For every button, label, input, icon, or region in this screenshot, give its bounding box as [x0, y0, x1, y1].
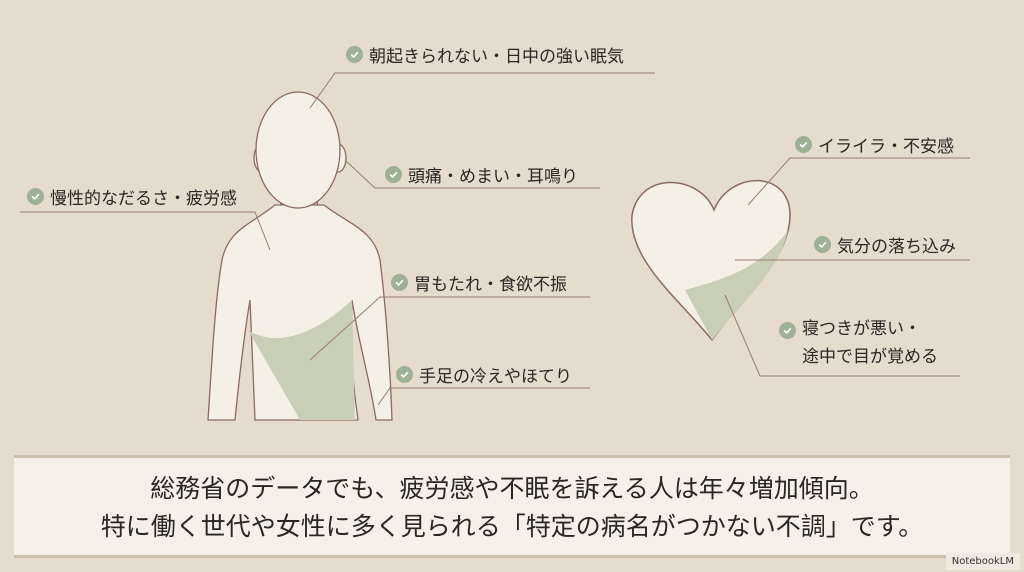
check-icon [346, 46, 363, 63]
check-icon [391, 274, 408, 291]
caption-line-1: 総務省のデータでも、疲労感や不眠を訴える人は年々増加傾向。 [150, 474, 874, 503]
check-icon [814, 236, 831, 253]
symptom-sleepiness: 朝起きられない・日中の強い眠気 [346, 42, 624, 67]
symptom-anxiety: イライラ・不安感 [795, 132, 954, 157]
symptom-cold-limbs: 手足の冷えやほてり [396, 362, 572, 387]
check-icon [385, 166, 402, 183]
symptom-insomnia: 寝つきが悪い・途中で目が覚める [779, 319, 938, 371]
leader-lines [20, 72, 970, 406]
symptom-fatigue: 慢性的なだるさ・疲労感 [27, 184, 237, 209]
brand-badge: NotebookLM [945, 553, 1020, 570]
body-figure [207, 91, 393, 421]
symptom-stomach: 胃もたれ・食欲不振 [391, 270, 567, 295]
symptom-depression: 気分の落ち込み [814, 232, 956, 257]
check-icon [27, 188, 44, 205]
check-icon [795, 136, 812, 153]
heart [631, 179, 791, 342]
caption-box: 総務省のデータでも、疲労感や不眠を訴える人は年々増加傾向。 特に働く世代や女性に… [14, 455, 1010, 558]
symptom-headache: 頭痛・めまい・耳鳴り [385, 162, 578, 187]
check-icon [396, 366, 413, 383]
caption-line-2: 特に働く世代や女性に多く見られる「特定の病名がつかない不調」です。 [100, 512, 924, 541]
check-icon [779, 322, 796, 339]
